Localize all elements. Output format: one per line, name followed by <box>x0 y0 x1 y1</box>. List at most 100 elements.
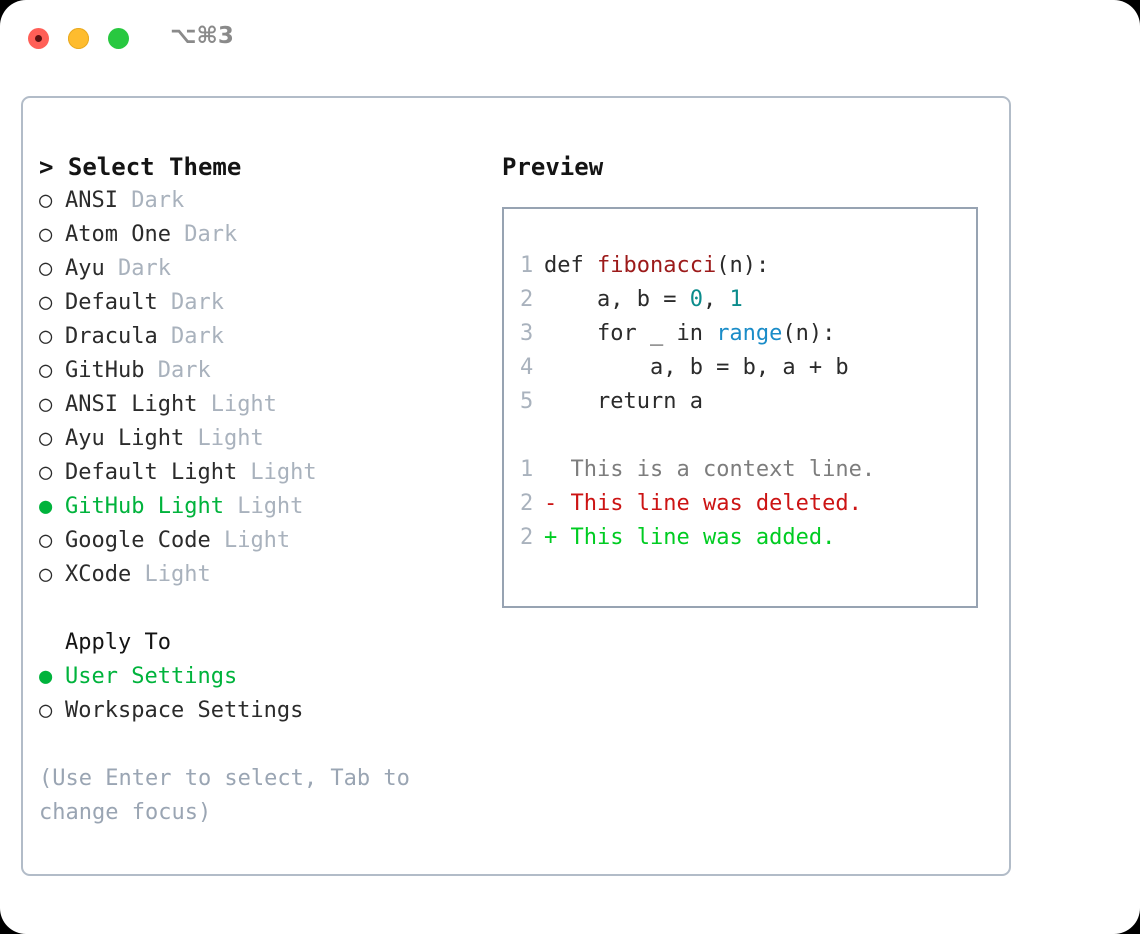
diff-line: 1 This is a context line. <box>504 453 976 487</box>
theme-item-label: Default Light <box>65 460 238 485</box>
diff-line: 2 + This line was added. <box>504 521 976 555</box>
theme-item[interactable]: ● GitHub Light Light <box>39 490 469 524</box>
minimize-window-button[interactable] <box>68 28 89 49</box>
theme-item-variant: Dark <box>157 290 224 315</box>
theme-item-label: Google Code <box>65 528 211 553</box>
theme-item[interactable]: ○ANSI Light Light <box>39 388 469 422</box>
code-token: range <box>716 321 783 346</box>
select-theme-heading: > Select Theme <box>39 153 242 181</box>
theme-item[interactable]: ○ Ayu Light Light <box>39 422 469 456</box>
theme-item[interactable]: ○ Default Dark <box>39 286 469 320</box>
code-token: (n): <box>716 253 770 278</box>
theme-list[interactable]: ○ANSI Dark○Atom One Dark○Ayu Dark○Defaul… <box>39 184 469 592</box>
theme-item[interactable]: ○Google Code Light <box>39 524 469 558</box>
theme-item[interactable]: ○XCode Light <box>39 558 469 592</box>
theme-item-label: Dracula <box>65 324 158 349</box>
code-line: 1 def fibonacci(n): <box>504 249 976 283</box>
apply-to-list[interactable]: ● User Settings ○ Workspace Settings <box>39 660 469 728</box>
theme-item-label: Ayu <box>65 256 105 281</box>
radio-empty-icon: ○ <box>39 256 53 281</box>
code-token: return a <box>544 389 703 414</box>
code-token: fibonacci <box>596 253 717 278</box>
theme-item-variant: Dark <box>104 256 171 281</box>
radio-empty-icon: ○ <box>39 188 53 213</box>
theme-item-variant: Dark <box>144 358 211 383</box>
code-token: (n): <box>782 321 836 346</box>
radio-empty-icon: ○ <box>39 528 53 553</box>
theme-item-label: Default <box>65 290 158 315</box>
diff-text: This line was deleted. <box>570 491 862 516</box>
theme-item-variant: Light <box>237 460 317 485</box>
radio-empty-icon: ○ <box>39 698 53 723</box>
theme-item-label: XCode <box>65 562 132 587</box>
diff-sign: + <box>544 525 571 550</box>
code-token: def <box>544 253 597 278</box>
line-number: 1 <box>520 457 534 482</box>
theme-item[interactable]: ○ Dracula Dark <box>39 320 469 354</box>
diff-text: This is a context line. <box>570 457 876 482</box>
code-token: a, b = <box>544 287 690 312</box>
code-line: 2 a, b = 0, 1 <box>504 283 976 317</box>
theme-item-label: Ayu Light <box>65 426 185 451</box>
theme-item-label: ANSI Light <box>65 392 198 417</box>
code-token: a, b = b, a + b <box>544 355 849 380</box>
radio-empty-icon: ○ <box>39 562 53 587</box>
diff-text: This line was added. <box>570 525 836 550</box>
line-number: 2 <box>520 525 534 550</box>
theme-item-variant: Dark <box>170 222 238 247</box>
theme-item-label: Atom One <box>65 222 171 247</box>
keyboard-hint: (Use Enter to select, Tab to change focu… <box>39 766 410 825</box>
radio-empty-icon: ○ <box>39 324 53 349</box>
radio-selected-icon: ● <box>39 494 53 519</box>
theme-item-variant: Light <box>223 494 304 519</box>
theme-item-variant: Dark <box>157 324 224 349</box>
code-token: 0 <box>689 287 703 312</box>
line-number: 4 <box>520 355 534 380</box>
radio-selected-icon: ● <box>39 664 53 689</box>
radio-empty-icon: ○ <box>39 358 53 383</box>
left-column: > Select Theme ○ANSI Dark○Atom One Dark○… <box>39 150 469 830</box>
code-line: 5 return a <box>504 385 976 419</box>
radio-empty-icon: ○ <box>39 460 53 485</box>
theme-item-label: GitHub <box>65 358 145 383</box>
main-panel: > Select Theme ○ANSI Dark○Atom One Dark○… <box>21 96 1011 876</box>
apply-to-heading: Apply To <box>65 630 171 655</box>
diff-sample: 1 This is a context line. 2- This line wa… <box>504 453 976 555</box>
spacer <box>504 419 976 453</box>
code-token: 1 <box>729 287 743 312</box>
radio-empty-icon: ○ <box>39 222 53 247</box>
code-line: 4 a, b = b, a + b <box>504 351 976 385</box>
theme-item[interactable]: ○ Atom One Dark <box>39 218 469 252</box>
radio-empty-icon: ○ <box>39 426 53 451</box>
theme-item-variant: Light <box>184 426 264 451</box>
code-token: , <box>702 287 730 312</box>
apply-to-item[interactable]: ● User Settings <box>39 660 469 694</box>
line-number: 5 <box>520 389 534 414</box>
theme-item[interactable]: ○ GitHub Dark <box>39 354 469 388</box>
code-line: 3 for _ in range(n): <box>504 317 976 351</box>
radio-empty-icon: ○ <box>39 290 53 315</box>
theme-item[interactable]: ○ANSI Dark <box>39 184 469 218</box>
close-window-button[interactable] <box>28 28 49 49</box>
diff-sign: - <box>544 491 571 516</box>
code-token: for _ in <box>544 321 717 346</box>
line-number: 2 <box>520 287 534 312</box>
title-bar: ⌥⌘3 <box>0 0 1140 78</box>
apply-to-item-label: User Settings <box>65 664 238 689</box>
apply-to-item[interactable]: ○ Workspace Settings <box>39 694 469 728</box>
theme-item-label: GitHub Light <box>65 494 224 519</box>
theme-item-variant: Dark <box>117 188 185 213</box>
maximize-window-button[interactable] <box>108 28 129 49</box>
theme-item[interactable]: ○ Default Light Light <box>39 456 469 490</box>
line-number: 3 <box>520 321 534 346</box>
diff-sign <box>544 457 571 482</box>
line-number: 2 <box>520 491 534 516</box>
apply-to-item-label: Workspace Settings <box>65 698 304 723</box>
preview-heading: Preview <box>502 153 604 181</box>
theme-item[interactable]: ○ Ayu Dark <box>39 252 469 286</box>
line-number: 1 <box>520 253 534 278</box>
